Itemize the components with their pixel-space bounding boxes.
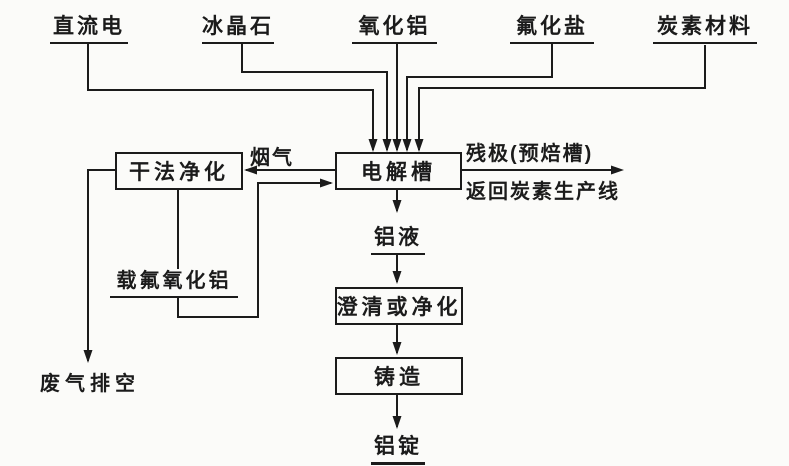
- arrow-down-clarify-output: [392, 342, 402, 355]
- feed-line-dc-power: [87, 44, 374, 150]
- arrow-down-feed-2: [382, 139, 392, 152]
- feed-line-cryolite: [241, 44, 388, 150]
- process-box-electrolysis-cell: 电解槽: [335, 152, 462, 190]
- arrow-right-residual-anode: [611, 165, 624, 175]
- label-residual-anode: 残极(预焙槽): [466, 143, 594, 165]
- arrowheads: [83, 139, 624, 429]
- arrow-left-flue-gas: [244, 165, 257, 175]
- feed-line-carbon-material: [418, 45, 706, 150]
- arrow-down-waste-gas: [83, 350, 93, 363]
- arrow-down-feed-1: [368, 139, 378, 152]
- label-flue-gas: 烟气: [250, 147, 294, 169]
- arrow-down-cast-output: [392, 416, 402, 429]
- input-label-alumina: 氧化铝: [352, 14, 437, 45]
- arrow-down-molten-aluminum: [392, 271, 402, 284]
- process-box-casting: 铸造: [335, 357, 463, 395]
- arrow-down-feed-5: [414, 139, 424, 152]
- process-box-dry-purification: 干法净化: [115, 152, 243, 190]
- arrow-down-feed-4: [402, 139, 412, 152]
- waste-gas-line: [87, 169, 115, 361]
- label-fluorine-laden-alumina: 载氟氧化铝: [110, 269, 238, 298]
- label-molten-aluminum: 铝液: [371, 225, 425, 256]
- process-box-clarify-or-purify: 澄清或净化: [335, 287, 463, 325]
- input-label-fluoride-salt: 氟化盐: [510, 14, 594, 45]
- label-return-to-carbon-line: 返回炭素生产线: [466, 181, 620, 203]
- arrow-down-feed-3: [392, 139, 402, 152]
- arrow-right-alumina-return: [320, 178, 333, 188]
- input-label-cryolite: 冰晶石: [202, 14, 274, 45]
- feed-line-fluoride-salt: [406, 44, 553, 150]
- input-label-carbon-material: 炭素材料: [653, 14, 757, 45]
- label-aluminum-ingot: 铝锭: [371, 434, 425, 466]
- label-waste-gas-vent: 废气排空: [40, 373, 140, 395]
- input-label-dc-power: 直流电: [50, 14, 128, 45]
- arrow-down-cell-output: [392, 200, 402, 213]
